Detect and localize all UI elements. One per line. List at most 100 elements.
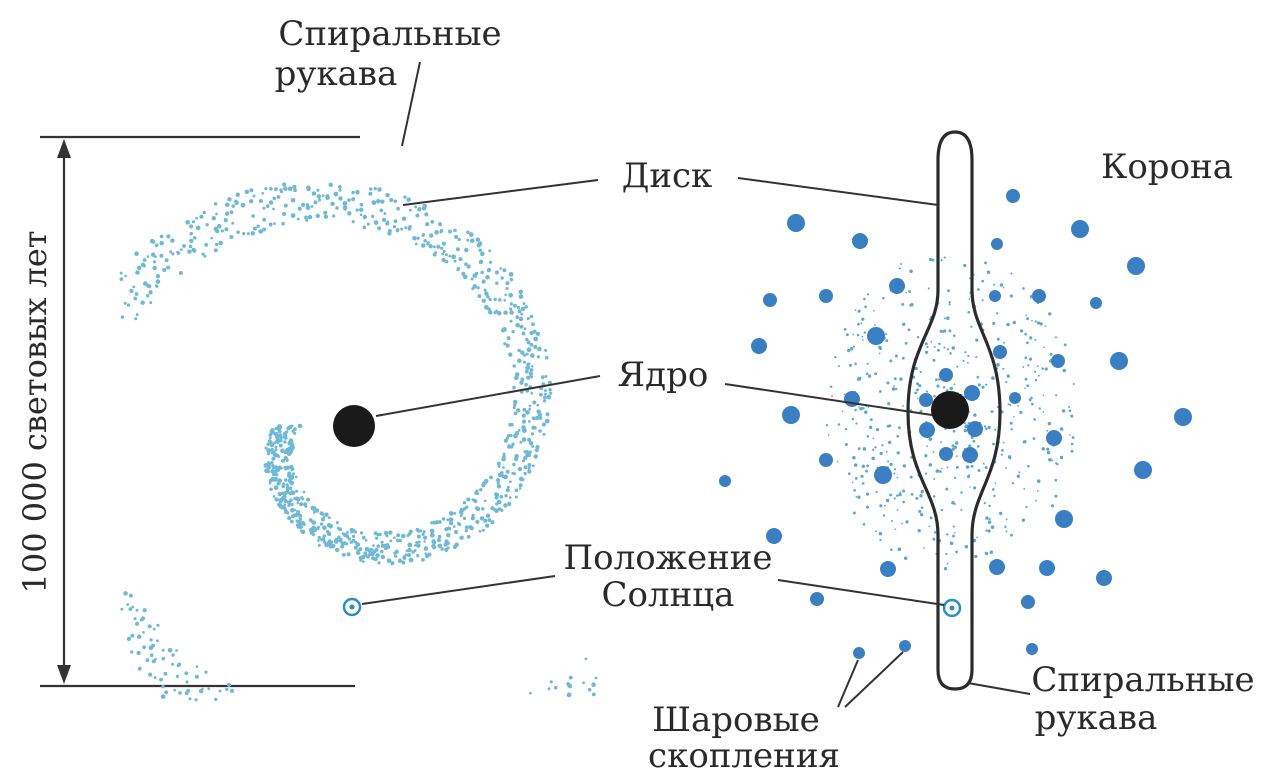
globular-cluster-dot [939,368,953,382]
spiral-star-dot [204,671,207,674]
halo-star-dot [934,531,936,533]
halo-star-dot [953,525,955,527]
halo-star-dot [896,435,899,438]
spiral-star-dot [422,233,425,236]
halo-star-dot [852,481,854,483]
spiral-star-dot [417,208,421,212]
halo-star-dot [955,441,959,445]
globular-cluster-dot [880,561,896,577]
spiral-star-dot [154,255,157,258]
halo-star-dot [984,502,986,504]
halo-star-dot [838,423,841,426]
spiral-star-dot [456,269,459,272]
halo-star-dot [1048,458,1052,462]
spiral-star-dot [529,405,532,408]
halo-star-dot [895,354,898,357]
halo-star-dot [874,324,876,326]
halo-star-dot [1025,356,1028,359]
spiral-star-dot [421,558,425,562]
spiral-star-dot [345,542,348,545]
spiral-star-dot [278,492,282,496]
spiral-star-dot [273,197,277,201]
halo-star-dot [929,437,933,441]
label-spiral-arms-bottom-2: рукава [1035,698,1158,738]
spiral-star-dot [204,243,208,247]
spiral-star-dot [535,445,539,449]
halo-star-dot [857,323,860,326]
halo-star-dot [1048,312,1051,315]
spiral-star-dot [422,530,425,533]
spiral-star-dot [274,446,277,449]
spiral-star-dot [271,448,274,451]
halo-star-dot [984,261,987,264]
halo-star-dot [988,520,992,524]
spiral-star-dot [171,252,174,255]
spiral-star-dot [145,658,149,662]
halo-star-dot [885,339,888,342]
globular-cluster-dot [1055,510,1073,528]
globular-cluster-dot [1134,461,1152,479]
halo-star-dot [949,352,952,355]
halo-star-dot [964,429,967,432]
spiral-star-dot [298,206,302,210]
halo-star-dot [933,495,936,498]
spiral-star-dot [490,520,494,524]
spiral-star-dot [395,550,399,554]
halo-star-dot [956,455,958,457]
halo-star-dot [871,457,875,461]
spiral-star-dot [274,485,279,490]
spiral-star-dot [431,539,436,544]
spiral-star-dot [515,323,520,328]
halo-star-dot [866,373,869,376]
spiral-star-dot [517,349,521,353]
spiral-star-dot [298,514,302,518]
spiral-star-dot [382,218,386,222]
halo-star-dot [874,446,876,448]
spiral-star-dot [368,192,372,196]
halo-star-dot [831,395,833,397]
globular-cluster-dot [1051,354,1065,368]
spiral-star-dot [418,541,421,544]
halo-star-dot [902,323,905,326]
spiral-star-dot [385,222,389,226]
spiral-star-dot [457,522,460,525]
spiral-star-dot [524,383,527,386]
spiral-star-dot [268,433,272,437]
halo-star-dot [953,334,956,337]
spiral-star-dot [269,187,273,191]
spiral-star-dot [423,536,427,540]
globular-cluster-dot [899,640,911,652]
spiral-star-dot [278,498,283,503]
spiral-star-dot [153,628,156,631]
spiral-star-dot [434,230,439,235]
halo-star-dot [1064,343,1067,346]
halo-star-dot [1023,440,1026,443]
halo-star-dot [950,542,954,546]
spiral-star-dot [501,328,505,332]
spiral-star-dot [495,493,499,497]
spiral-star-dot [513,406,516,409]
spiral-star-dot [417,535,421,539]
halo-star-dot [978,383,981,386]
halo-star-dot [932,259,935,262]
spiral-star-dot [415,214,419,218]
spiral-star-dot [375,548,379,552]
spiral-star-dot [522,437,527,442]
spiral-star-dot [312,520,316,524]
spiral-star-dot [164,690,168,694]
halo-star-dot [879,346,881,348]
halo-star-dot [928,287,930,289]
halo-star-dot [895,528,897,530]
spiral-star-dot [475,506,479,510]
spiral-star-dot [284,204,288,208]
spiral-star-dot [377,561,380,564]
halo-star-dot [1069,434,1071,436]
halo-star-dot [838,365,840,367]
spiral-star-dot [465,529,468,532]
spiral-star-dot [124,591,128,595]
halo-star-dot [889,494,892,497]
spiral-star-dot [282,182,286,186]
halo-star-dot [952,535,955,538]
spiral-star-dot [519,381,523,385]
halo-star-dot [944,256,946,258]
